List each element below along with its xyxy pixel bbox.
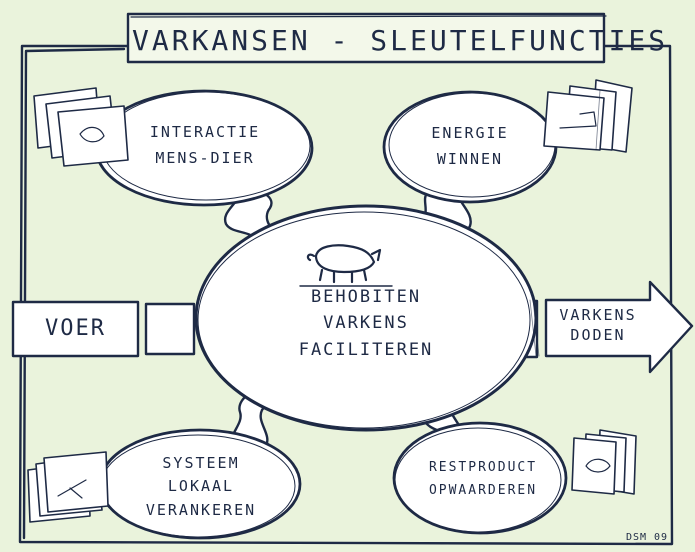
node-bottom-left-line-2: LOKAAL <box>167 477 235 496</box>
node-top-right-line-2: WINNEN <box>436 149 504 168</box>
output-line-2: DODEN <box>570 326 626 345</box>
node-top-left-line-1: INTERACTIE <box>149 123 261 141</box>
node-bottom-right-ellipse <box>392 421 568 535</box>
node-bottom-right-line-2: OPWAARDEREN <box>428 483 538 499</box>
center-line-3: FACILITEREN <box>298 339 434 360</box>
center-label: BEHOBITEN VARKENS FACILITEREN <box>236 284 496 363</box>
node-bottom-right-label: RESTPRODUCT OPWAARDEREN <box>404 456 562 503</box>
output-line-1: VARKENS <box>559 306 637 324</box>
input-label-voer: VOER <box>45 316 106 341</box>
node-top-left-line-2: MENS-DIER <box>155 148 255 167</box>
center-line-1: BEHOBITEN <box>310 287 422 307</box>
center-ellipse <box>194 204 538 432</box>
document-stack-bottom-left <box>27 451 109 523</box>
pig-icon <box>299 244 393 287</box>
artist-signature: DSM 09 <box>625 532 669 543</box>
node-top-left-label: INTERACTIE MENS-DIER <box>120 120 290 171</box>
node-top-right-line-1: ENERGIE <box>431 124 509 142</box>
node-bottom-right-line-1: RESTPRODUCT <box>428 460 538 475</box>
document-stack-top-right <box>543 79 633 153</box>
diagram-title: VARKANSEN - SLEUTELFUNCTIES <box>132 24 669 57</box>
title-box <box>126 12 606 64</box>
output-arrow <box>544 280 694 374</box>
node-bottom-left-line-1: SYSTEEM <box>162 454 240 472</box>
node-bottom-left-line-3: VERANKEREN <box>145 500 257 519</box>
document-stack-bottom-right <box>571 429 637 495</box>
outer-frame <box>18 44 674 546</box>
center-line-2: VARKENS <box>323 313 409 334</box>
document-stack-top-left <box>33 87 129 167</box>
node-top-right-label: ENERGIE WINNEN <box>400 121 540 172</box>
output-label: VARKENS DODEN <box>546 305 650 346</box>
node-bottom-left-label: SYSTEEM LOKAAL VERANKEREN <box>118 452 284 522</box>
